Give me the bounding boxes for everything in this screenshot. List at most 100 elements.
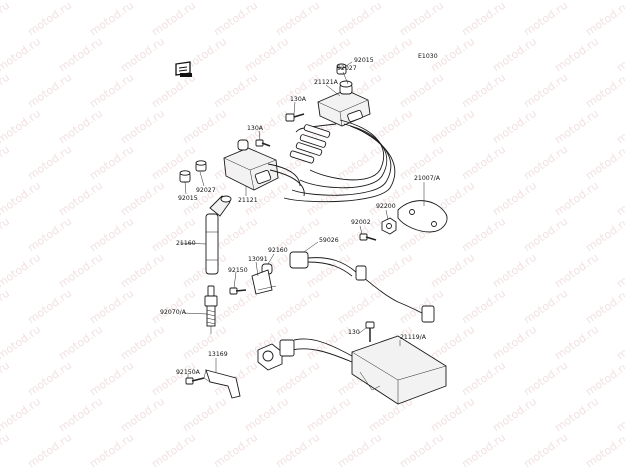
callout-92015-top: 92015: [354, 57, 374, 64]
watermark-text: motod.ru: [521, 287, 570, 327]
watermark-text: motod.ru: [459, 143, 508, 183]
watermark-text: motod.ru: [0, 395, 43, 435]
callout-labels: 92015 92027 21121A 130A 130A 92027 92015…: [160, 57, 441, 376]
watermark-text: motod.ru: [87, 359, 136, 399]
callout-92027-left: 92027: [196, 187, 216, 194]
callout-92002: 92002: [351, 219, 371, 226]
watermark-text: motod.ru: [0, 359, 12, 399]
watermark-text: motod.ru: [459, 431, 508, 468]
callout-92015-left: 92015: [178, 195, 198, 202]
callout-21007A: 21007/A: [414, 175, 441, 182]
watermark-text: motod.ru: [335, 143, 384, 183]
watermark-text: motod.ru: [149, 215, 198, 255]
watermark-text: motod.ru: [0, 71, 12, 111]
watermark-text: motod.ru: [335, 0, 384, 38]
watermark-text: motod.ru: [397, 0, 446, 38]
watermark-text: motod.ru: [583, 215, 625, 255]
watermark-text: motod.ru: [0, 0, 12, 38]
watermark-text: motod.ru: [490, 323, 539, 363]
watermark-text: motod.ru: [25, 287, 74, 327]
watermark-text: motod.ru: [335, 431, 384, 468]
watermark-text: motod.ru: [397, 71, 446, 111]
watermark-text: motod.ru: [211, 0, 260, 38]
watermark-text: motod.ru: [87, 143, 136, 183]
watermark-text: motod.ru: [211, 431, 260, 468]
watermark-text: motod.ru: [459, 215, 508, 255]
watermark-text: motod.ru: [25, 71, 74, 111]
watermark-text: motod.ru: [428, 107, 477, 147]
watermark-text: motod.ru: [583, 143, 625, 183]
watermark-text: motod.ru: [614, 251, 625, 291]
callout-92200: 92200: [376, 203, 396, 210]
watermark-text: motod.ru: [118, 35, 167, 75]
diagram-code: E1030: [418, 53, 438, 60]
watermark-text: motod.ru: [87, 0, 136, 38]
callout-13091: 13091: [248, 256, 268, 263]
watermark-text: motod.ru: [304, 179, 353, 219]
watermark-text: motod.ru: [0, 107, 43, 147]
watermark-text: motod.ru: [552, 107, 601, 147]
manual-book-icon: [175, 61, 192, 77]
watermark-text: motod.ru: [149, 287, 198, 327]
callout-21121: 21121: [238, 197, 258, 204]
watermark-text: motod.ru: [614, 323, 625, 363]
watermark-text: motod.ru: [397, 431, 446, 468]
watermark-text: motod.ru: [211, 215, 260, 255]
watermark-text: motod.ru: [25, 0, 74, 38]
watermark-text: motod.ru: [0, 35, 43, 75]
watermark-text: motod.ru: [428, 251, 477, 291]
watermark-text: motod.ru: [56, 179, 105, 219]
watermark-text: motod.ru: [118, 179, 167, 219]
watermark-text: motod.ru: [25, 143, 74, 183]
watermark-text: motod.ru: [118, 323, 167, 363]
bolt-130A-top: [285, 113, 305, 122]
watermark-text: motod.ru: [459, 0, 508, 38]
watermark-text: motod.ru: [366, 107, 415, 147]
watermark-text: motod.ru: [614, 35, 625, 75]
cap-92027-left: [195, 160, 207, 172]
callout-92150A: 92150A: [176, 369, 201, 376]
watermark-text: motod.ru: [180, 107, 229, 147]
callout-92070A: 92070/A: [160, 309, 187, 316]
watermark-text: motod.ru: [552, 251, 601, 291]
spark-plug: [204, 285, 218, 334]
watermark-text: motod.ru: [490, 395, 539, 435]
watermark-text: motod.ru: [149, 143, 198, 183]
watermark-text: motod.ru: [242, 395, 291, 435]
ignition-coil-upper: [317, 80, 371, 127]
watermark-text: motod.ru: [0, 143, 12, 183]
nut-92200: [381, 217, 397, 235]
callout-21119A: 21119/A: [400, 334, 427, 341]
high-tension-leads: [283, 119, 396, 203]
ignition-coil-lower: [223, 139, 305, 197]
watermark-text: motod.ru: [366, 35, 415, 75]
watermark-text: motod.ru: [521, 359, 570, 399]
watermark-text: motod.ru: [583, 71, 625, 111]
watermark-text: motod.ru: [428, 323, 477, 363]
bolt-92150: [229, 287, 247, 295]
watermark-text: motod.ru: [25, 359, 74, 399]
watermark-text: motod.ru: [118, 251, 167, 291]
watermark-text: motod.ru: [87, 287, 136, 327]
watermark-text: motod.ru: [552, 323, 601, 363]
watermark-text: motod.ru: [614, 395, 625, 435]
callout-130A-left: 130A: [247, 125, 264, 132]
watermark-text: motod.ru: [273, 0, 322, 38]
watermark-text: motod.ru: [273, 71, 322, 111]
watermark-text: motod.ru: [56, 395, 105, 435]
connector-plug: [257, 339, 295, 371]
pickup-coil: [397, 200, 448, 233]
watermark-text: motod.ru: [149, 0, 198, 38]
watermark-text: motod.ru: [521, 143, 570, 183]
watermark-text: motod.ru: [56, 251, 105, 291]
watermark-text: motod.ru: [490, 107, 539, 147]
watermark-text: motod.ru: [304, 323, 353, 363]
watermark-text: motod.ru: [521, 215, 570, 255]
watermark-text: motod.ru: [0, 287, 12, 327]
watermark-text: motod.ru: [0, 215, 12, 255]
callout-59026: 59026: [319, 237, 339, 244]
watermark-text: motod.ru: [56, 323, 105, 363]
watermark-text: motod.ru: [25, 431, 74, 468]
